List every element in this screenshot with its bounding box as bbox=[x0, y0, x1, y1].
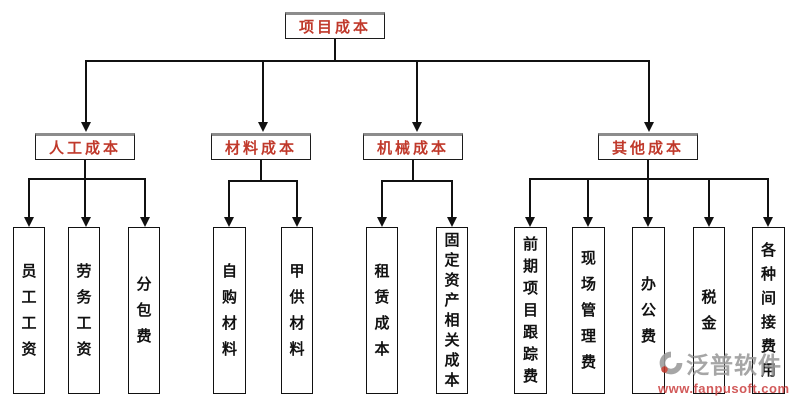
arrowhead-down-icon bbox=[525, 217, 535, 227]
leaf-label: 员工工资 bbox=[21, 263, 37, 358]
arrowhead-down-icon bbox=[24, 217, 34, 227]
branch-node-labor-cost: 人工成本 bbox=[35, 133, 135, 160]
leaf-label: 劳务工资 bbox=[76, 263, 92, 358]
connector-line bbox=[648, 60, 650, 123]
leaf-label: 固定资产相关成本 bbox=[444, 232, 460, 389]
branch-node-machinery-cost: 机械成本 bbox=[363, 133, 463, 160]
connector-line bbox=[529, 178, 531, 217]
leaf-node-employee-wages: 员工工资 bbox=[13, 227, 45, 394]
arrowhead-down-icon bbox=[447, 217, 457, 227]
leaf-node-owner-supplied-materials: 甲供材料 bbox=[281, 227, 313, 394]
connector-line bbox=[412, 160, 414, 180]
leaf-node-labor-service-wages: 劳务工资 bbox=[68, 227, 100, 394]
connector-line bbox=[228, 180, 230, 217]
branch-node-material-cost: 材料成本 bbox=[211, 133, 311, 160]
leaf-label: 自购材料 bbox=[221, 263, 237, 358]
connector-line bbox=[451, 180, 453, 217]
leaf-node-office-fee: 办公费 bbox=[632, 227, 665, 394]
arrowhead-down-icon bbox=[412, 122, 422, 132]
leaf-node-subcontract-fee: 分包费 bbox=[128, 227, 160, 394]
connector-line bbox=[260, 160, 262, 180]
connector-line bbox=[416, 60, 418, 123]
leaf-label: 现场管理费 bbox=[580, 250, 596, 371]
connector-line bbox=[381, 180, 383, 217]
leaf-node-rental-cost: 租赁成本 bbox=[366, 227, 398, 394]
connector-line bbox=[647, 160, 649, 217]
root-node-project-cost: 项目成本 bbox=[285, 12, 385, 39]
arrowhead-down-icon bbox=[258, 122, 268, 132]
leaf-label: 各种间接费用 bbox=[760, 242, 776, 379]
leaf-node-various-indirect-fees: 各种间接费用 bbox=[752, 227, 785, 394]
connector-line bbox=[262, 60, 264, 123]
connector-line bbox=[28, 178, 146, 180]
connector-line bbox=[587, 178, 589, 217]
arrowhead-down-icon bbox=[140, 217, 150, 227]
branch-node-other-cost: 其他成本 bbox=[598, 133, 698, 160]
arrowhead-down-icon bbox=[81, 217, 91, 227]
leaf-label: 税金 bbox=[701, 289, 717, 332]
connector-line bbox=[228, 180, 298, 182]
connector-line bbox=[84, 160, 86, 217]
connector-line bbox=[85, 60, 650, 62]
arrowhead-down-icon bbox=[81, 122, 91, 132]
leaf-node-self-purchased-materials: 自购材料 bbox=[213, 227, 246, 394]
connector-line bbox=[708, 178, 710, 217]
arrowhead-down-icon bbox=[292, 217, 302, 227]
leaf-label: 甲供材料 bbox=[289, 263, 305, 358]
connector-line bbox=[144, 178, 146, 217]
leaf-node-site-management-fee: 现场管理费 bbox=[572, 227, 605, 394]
leaf-node-early-project-tracking-fee: 前期项目跟踪费 bbox=[514, 227, 547, 394]
leaf-label: 分包费 bbox=[136, 276, 152, 345]
connector-line bbox=[529, 178, 769, 180]
leaf-node-fixed-asset-related-cost: 固定资产相关成本 bbox=[436, 227, 468, 394]
leaf-node-taxes: 税金 bbox=[693, 227, 725, 394]
arrowhead-down-icon bbox=[644, 122, 654, 132]
leaf-label: 办公费 bbox=[640, 276, 656, 345]
leaf-label: 租赁成本 bbox=[374, 263, 390, 358]
arrowhead-down-icon bbox=[763, 217, 773, 227]
arrowhead-down-icon bbox=[224, 217, 234, 227]
arrowhead-down-icon bbox=[583, 217, 593, 227]
arrowhead-down-icon bbox=[377, 217, 387, 227]
connector-line bbox=[85, 60, 87, 123]
connector-line bbox=[296, 180, 298, 217]
connector-line bbox=[334, 39, 336, 60]
connector-line bbox=[381, 180, 453, 182]
connector-line bbox=[28, 178, 30, 217]
arrowhead-down-icon bbox=[704, 217, 714, 227]
arrowhead-down-icon bbox=[643, 217, 653, 227]
connector-line bbox=[767, 178, 769, 217]
leaf-label: 前期项目跟踪费 bbox=[522, 236, 538, 385]
